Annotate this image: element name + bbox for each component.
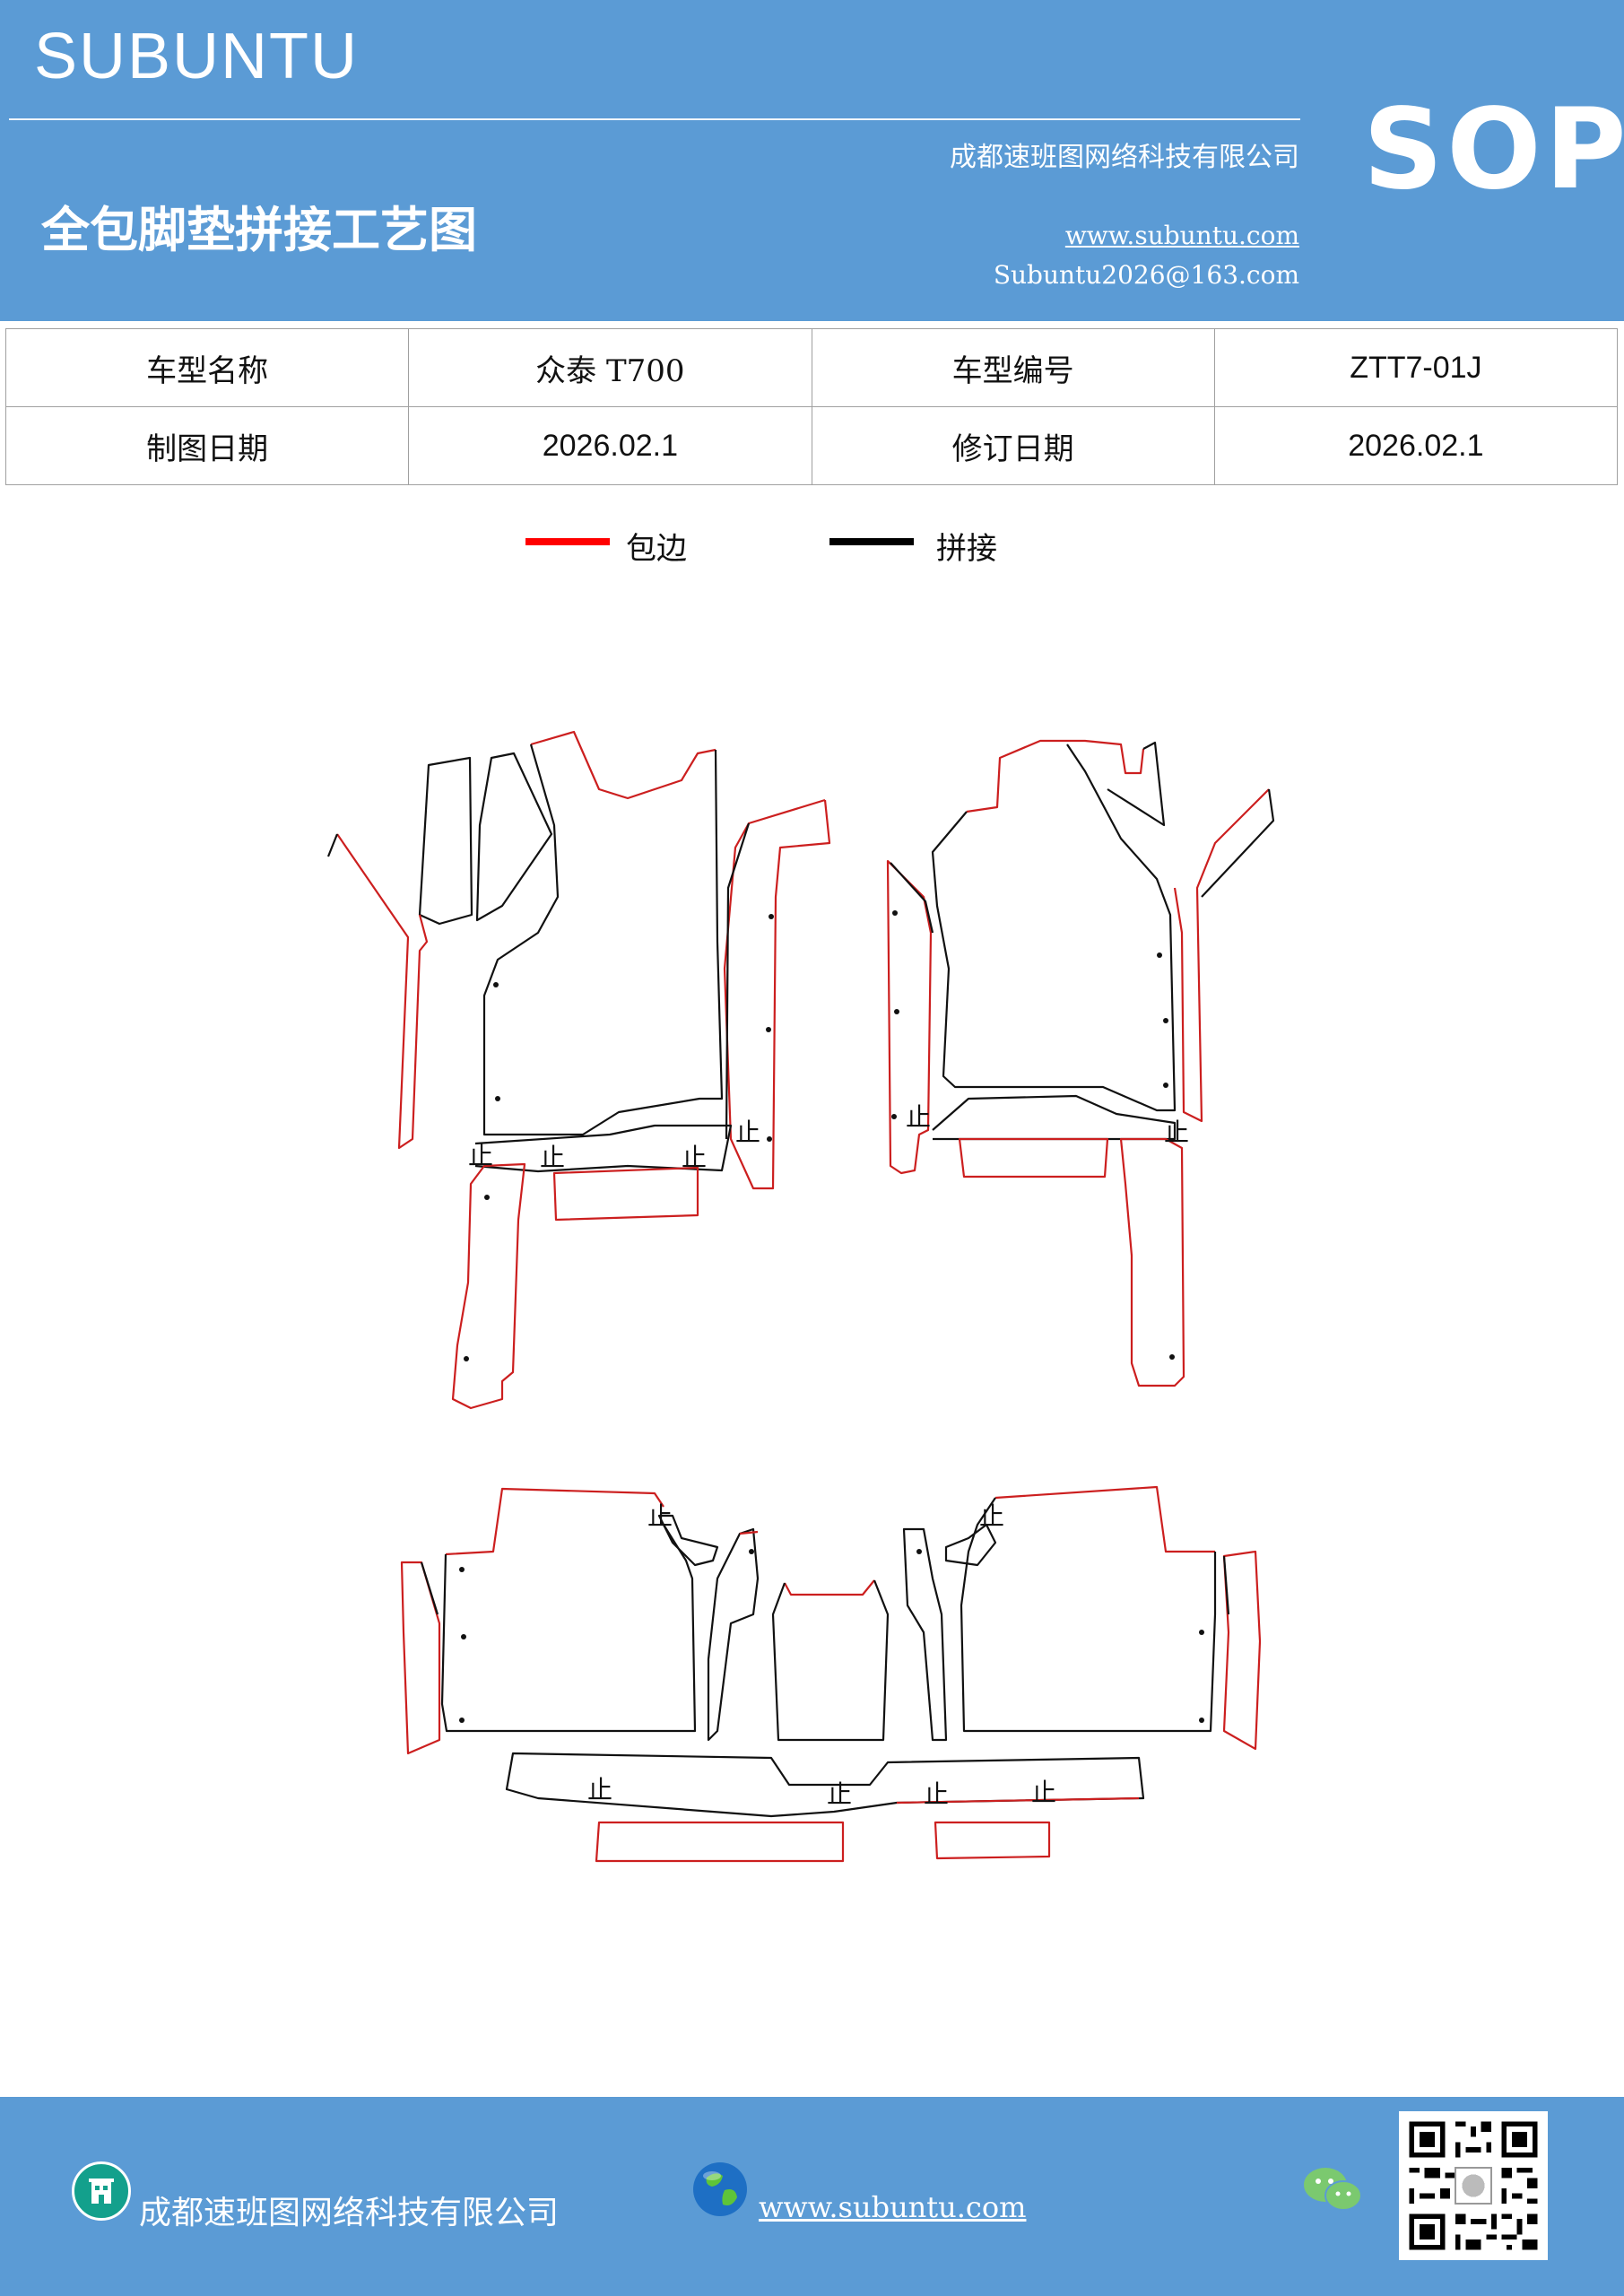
mat-piece: [771, 1579, 890, 1742]
mat-piece: [994, 1485, 1215, 1553]
mat-piece: [451, 1162, 526, 1410]
mat-piece: [420, 1561, 439, 1615]
value-model-name: 众泰 T700: [408, 328, 812, 407]
brand-name: SUBUNTU: [34, 21, 360, 92]
mat-piece: [931, 744, 1177, 1112]
stop-mark: 止: [735, 1118, 760, 1147]
header-banner: SUBUNTU 成都速班图网络科技有限公司 全包脚垫拼接工艺图 www.subu…: [0, 0, 1624, 321]
vehicle-info-table: 车型名称 众泰 T700 车型编号 ZTT7-01J 制图日期 2026.02.…: [4, 328, 1619, 485]
mat-piece: [1119, 1137, 1185, 1387]
stop-mark: 止: [1031, 1778, 1056, 1807]
mat-piece: [932, 1094, 1177, 1141]
footer-website-link[interactable]: www.subuntu.com: [759, 2190, 1027, 2224]
stop-mark: 止: [827, 1779, 852, 1809]
stop-mark: 止: [924, 1779, 949, 1809]
mat-piece: [784, 1579, 875, 1596]
mat-piece: [958, 1137, 1109, 1178]
stop-mark: 止: [468, 1141, 493, 1170]
mat-piece: [966, 739, 1145, 813]
table-row: 车型名称 众泰 T700 车型编号 ZTT7-01J: [4, 328, 1619, 407]
header-company: 成都速班图网络科技有限公司: [950, 142, 1299, 173]
qr-code[interactable]: [1399, 2111, 1548, 2260]
stop-marks: 止 止 止 止 止 止 止 止 止 止 止 止: [468, 1102, 1189, 1809]
mat-piece: [723, 798, 831, 1190]
mat-piece: [902, 1527, 948, 1742]
stop-mark: 止: [1164, 1118, 1189, 1147]
legend-label-edge: 包边: [626, 531, 687, 567]
mat-piece: [1222, 1550, 1262, 1751]
mat-piece: [482, 744, 724, 1136]
header-website-link[interactable]: www.subuntu.com: [1064, 221, 1299, 250]
mat-piece: [1201, 788, 1275, 898]
mat-piece: [739, 1530, 759, 1535]
document-title: 全包脚垫拼接工艺图: [41, 201, 477, 258]
sop-badge: SOP: [1363, 85, 1624, 214]
value-model-code: ZTT7-01J: [1213, 328, 1619, 407]
footer-company: 成都速班图网络科技有限公司: [139, 2195, 560, 2231]
legend: 包边 拼接: [0, 527, 1624, 581]
mat-piece: [418, 756, 473, 926]
value-draw-date: 2026.02.1: [408, 406, 812, 485]
mat-piece: [440, 1524, 697, 1733]
header-email[interactable]: Subuntu2026@163.com: [993, 260, 1299, 290]
footer-banner: 成都速班图网络科技有限公司 www.subuntu.com: [0, 2097, 1624, 2296]
mat-piece: [896, 1796, 1140, 1805]
mat-piece: [1107, 741, 1166, 827]
mat-piece: [657, 1514, 719, 1567]
stop-mark: 止: [906, 1102, 931, 1132]
mat-piece: [530, 730, 716, 800]
mounting-holes: [459, 910, 1204, 1723]
header-divider: [9, 118, 1300, 120]
wechat-icon[interactable]: [1302, 2163, 1365, 2217]
mat-piece: [400, 1561, 441, 1755]
building-icon: [72, 2161, 131, 2221]
mat-piece: [475, 752, 553, 922]
legend-swatch-edge: [525, 538, 610, 545]
mat-piece: [886, 859, 933, 1175]
label-model-name: 车型名称: [4, 328, 410, 407]
mat-piece: [890, 862, 934, 934]
mat-piece: [707, 1527, 760, 1742]
stop-mark: 止: [682, 1143, 707, 1172]
mat-piece: [326, 833, 339, 857]
mat-piece: [445, 1487, 664, 1556]
mat-piece: [1222, 1555, 1230, 1615]
stop-mark: 止: [979, 1501, 1004, 1531]
label-draw-date: 制图日期: [4, 406, 410, 485]
mat-piece: [595, 1821, 845, 1863]
legend-swatch-seam: [829, 538, 914, 545]
mat-piece: [474, 1124, 733, 1173]
mat-piece: [944, 1523, 997, 1567]
table-row: 制图日期 2026.02.1 修订日期 2026.02.1: [4, 406, 1619, 485]
value-revision-date: 2026.02.1: [1213, 406, 1619, 485]
label-model-code: 车型编号: [811, 328, 1215, 407]
mat-piece: [960, 1497, 1217, 1733]
stop-mark: 止: [540, 1143, 565, 1172]
stop-mark: 止: [587, 1775, 612, 1805]
mat-piece: [505, 1752, 1145, 1818]
mat-piece: [934, 1821, 1051, 1860]
label-revision-date: 修订日期: [811, 406, 1215, 485]
globe-icon: [693, 2162, 747, 2216]
mat-piece: [552, 1166, 699, 1222]
mat-piece: [336, 833, 429, 1150]
mat-piece: [1173, 788, 1270, 1123]
legend-label-seam: 拼接: [936, 531, 997, 567]
stop-mark: 止: [647, 1501, 673, 1531]
mat-piece: [725, 822, 751, 1140]
